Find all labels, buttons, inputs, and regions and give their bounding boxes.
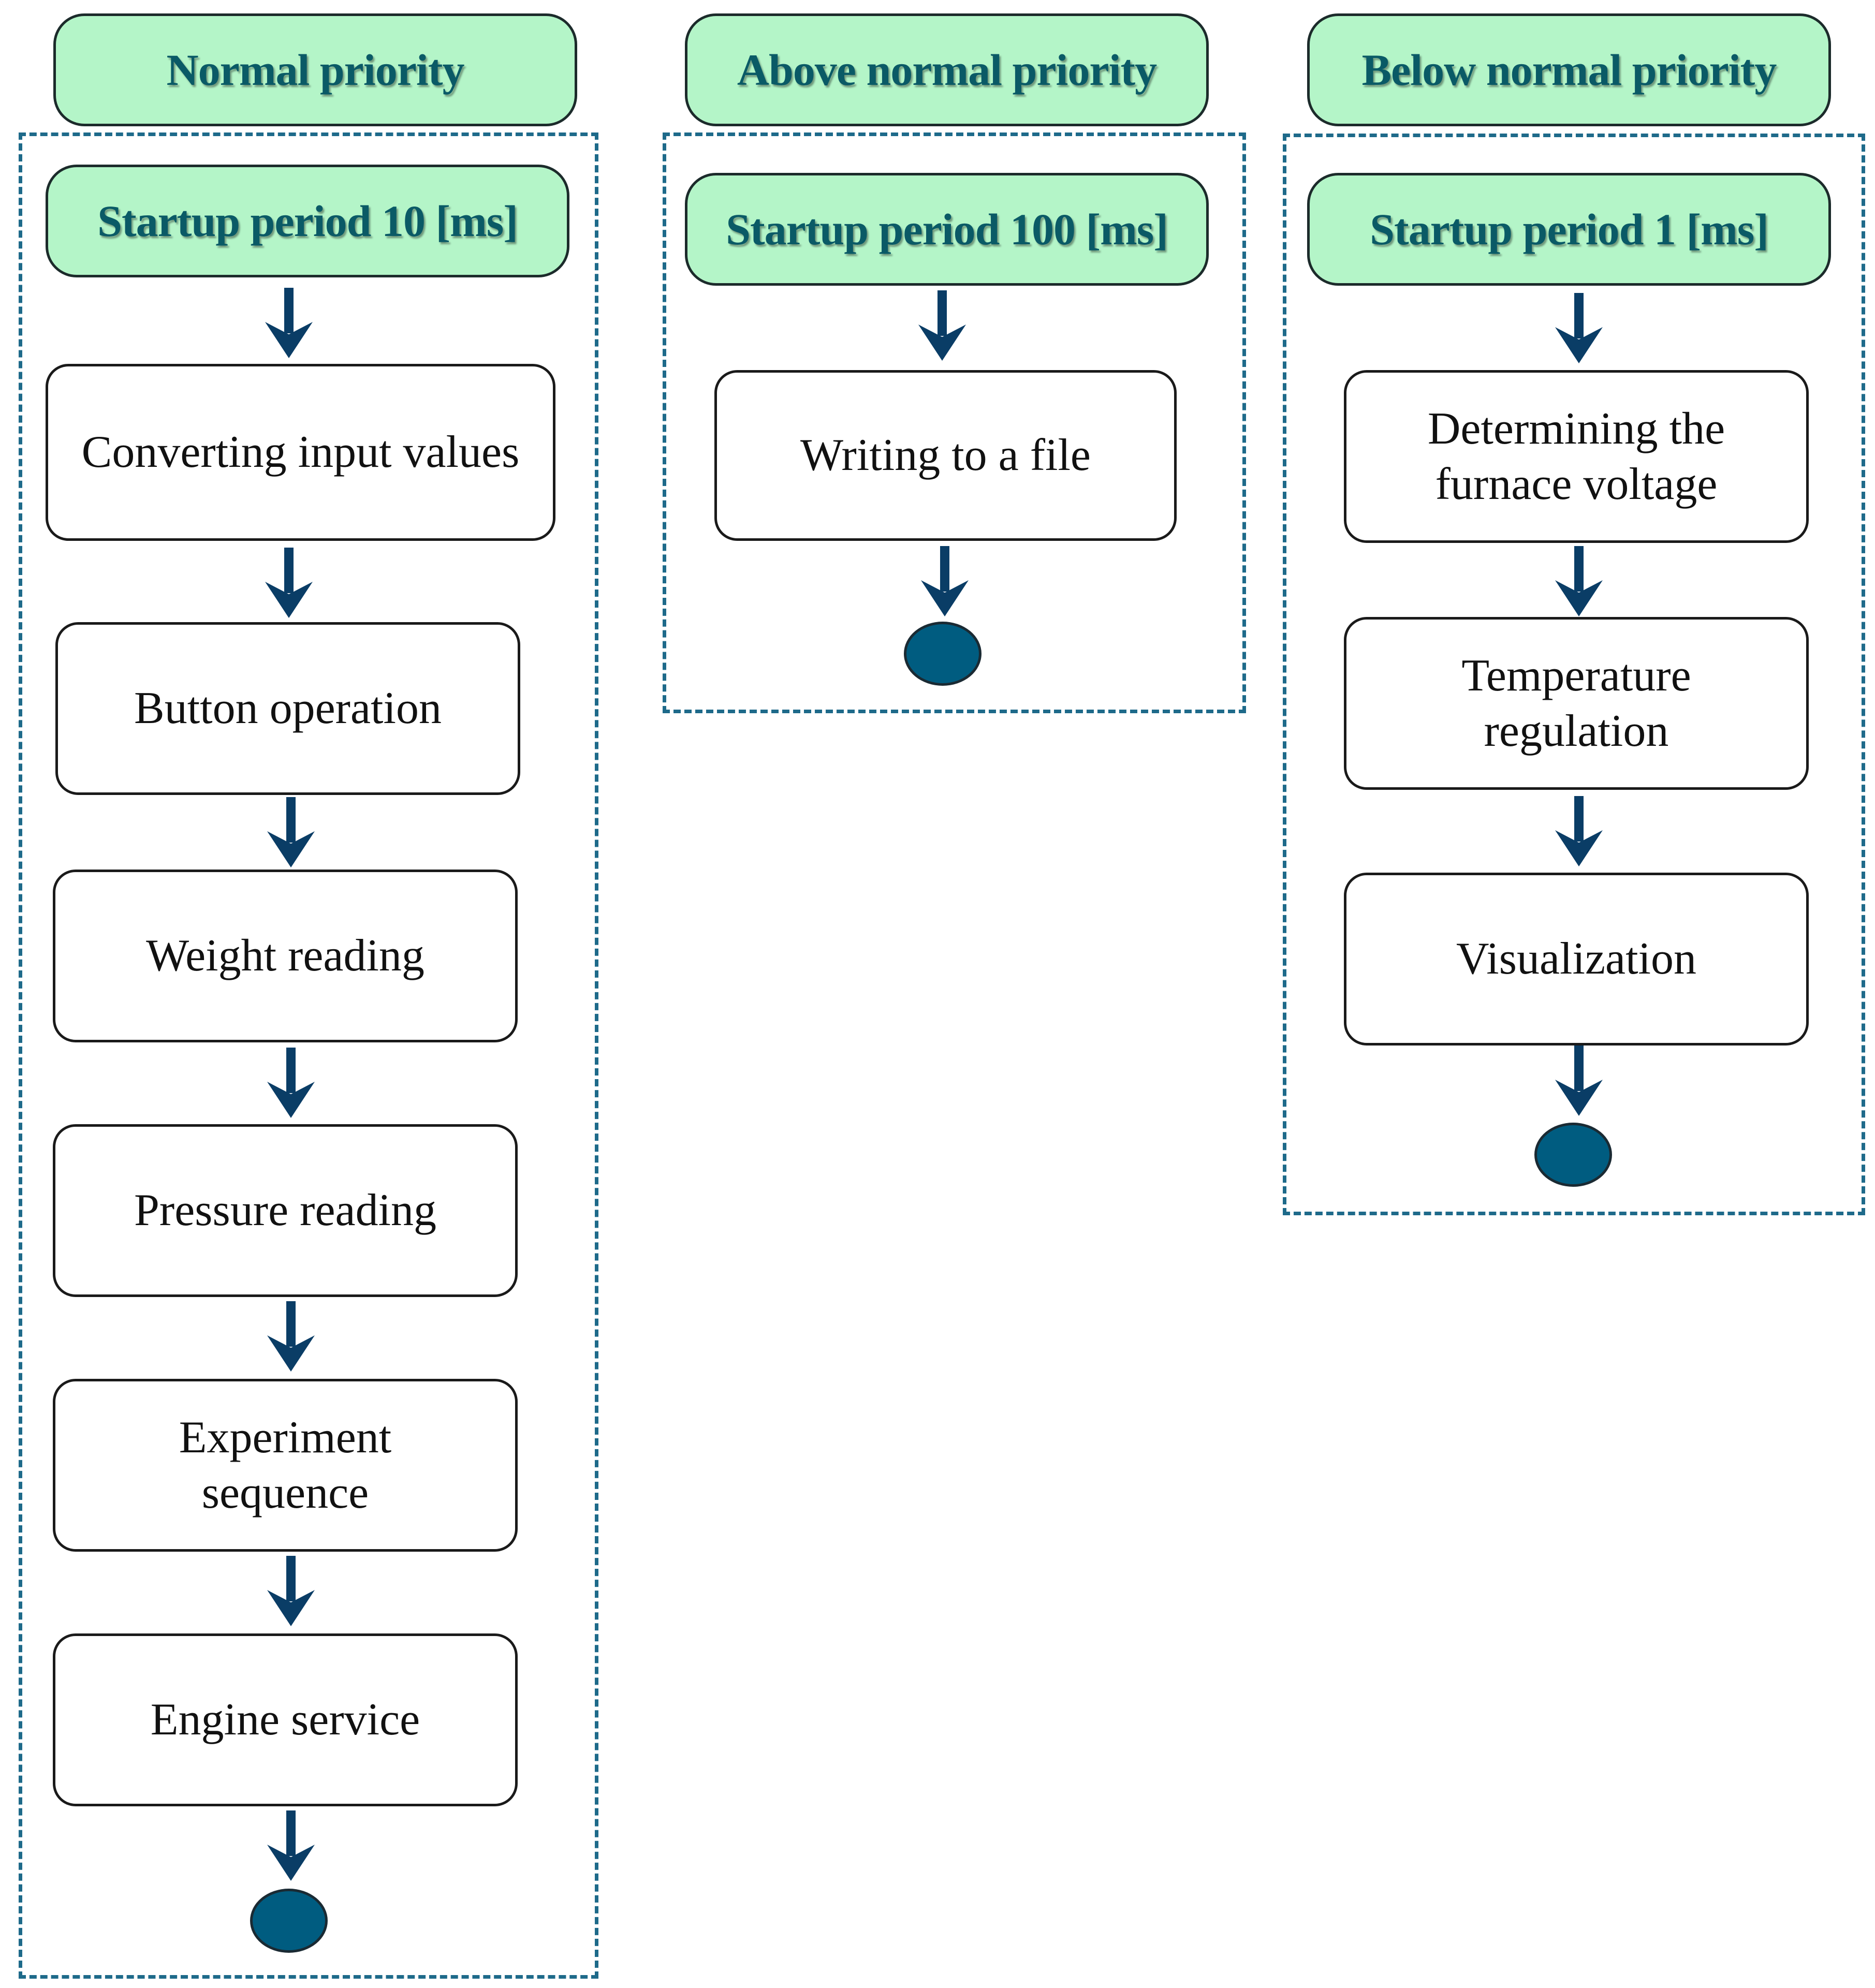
task-group-normal: [19, 132, 598, 1979]
arrow-icon: [265, 797, 317, 870]
arrow-icon: [265, 1048, 317, 1120]
startup-period-above-normal: Startup period 100 [ms]: [685, 173, 1209, 286]
priority-header-below-normal: Below normal priority: [1307, 13, 1831, 126]
step-temperature-regulation: Temperature regulation: [1344, 617, 1809, 790]
arrow-icon: [265, 1556, 317, 1628]
arrow-icon: [263, 288, 315, 360]
step-weight-reading: Weight reading: [53, 870, 518, 1042]
end-node-icon: [1534, 1123, 1612, 1187]
step-converting-input-values: Converting input values: [46, 364, 555, 541]
priority-header-above-normal: Above normal priority: [685, 13, 1209, 126]
step-experiment-sequence: Experiment sequence: [53, 1379, 518, 1552]
step-visualization: Visualization: [1344, 873, 1809, 1045]
step-writing-to-a-file: Writing to a file: [714, 370, 1177, 541]
arrow-icon: [919, 546, 971, 619]
task-group-below-normal: [1283, 134, 1865, 1215]
arrow-icon: [263, 548, 315, 620]
end-node-icon: [250, 1889, 328, 1953]
arrow-icon: [916, 290, 968, 363]
arrow-icon: [1553, 546, 1605, 619]
startup-period-normal: Startup period 10 [ms]: [46, 165, 569, 277]
arrow-icon: [265, 1301, 317, 1374]
step-engine-service: Engine service: [53, 1633, 518, 1806]
step-determining-furnace-voltage: Determining the furnace voltage: [1344, 370, 1809, 543]
priority-header-normal: Normal priority: [53, 13, 577, 126]
step-button-operation: Button operation: [55, 622, 520, 795]
arrow-icon: [1553, 796, 1605, 868]
task-group-above-normal: [663, 132, 1246, 713]
arrow-icon: [1553, 293, 1605, 365]
arrow-icon: [1553, 1045, 1605, 1118]
step-pressure-reading: Pressure reading: [53, 1124, 518, 1297]
arrow-icon: [265, 1810, 317, 1883]
end-node-icon: [904, 622, 982, 686]
startup-period-below-normal: Startup period 1 [ms]: [1307, 173, 1831, 286]
